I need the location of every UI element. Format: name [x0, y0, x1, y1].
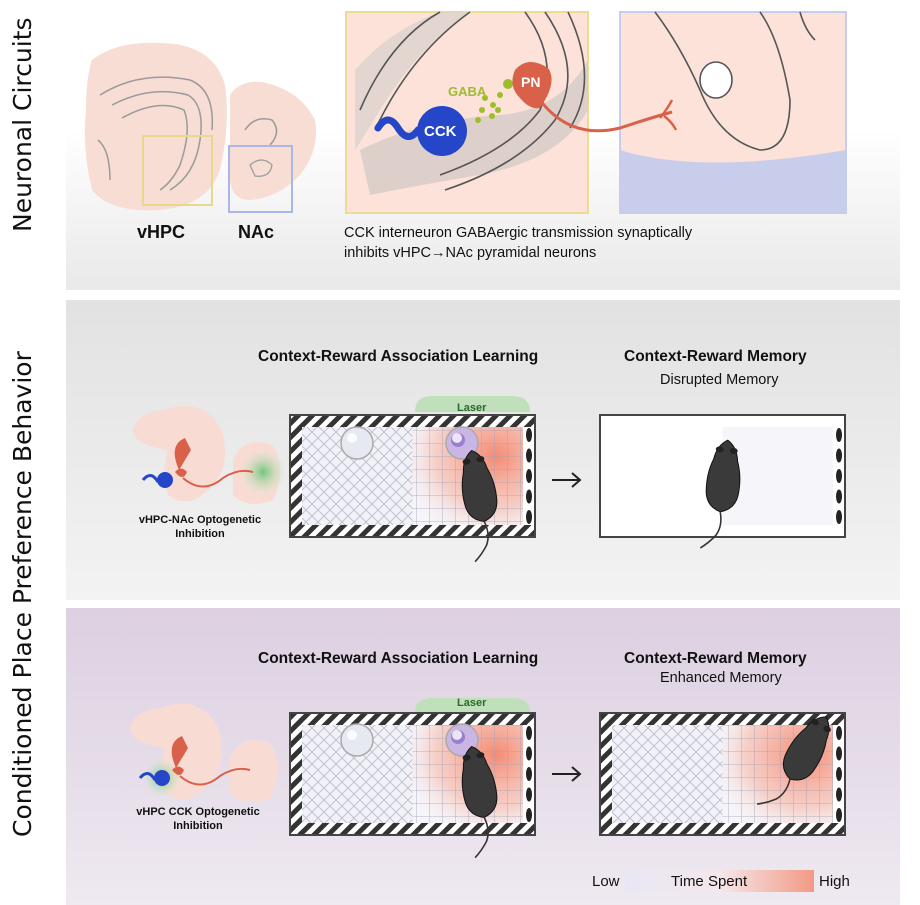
exp2-memory-title: Context-Reward Memory	[624, 650, 807, 667]
exp1-learning-arena-wall-top	[290, 415, 535, 427]
gaba-receptor	[503, 79, 513, 89]
exp1-memory-title: Context-Reward Memory	[624, 348, 807, 365]
cck-label: CCK	[424, 123, 457, 140]
experiment-2-graphics	[130, 698, 846, 859]
cck-neuron-icon	[417, 106, 467, 156]
exp2-learning-title: Context-Reward Association Learning	[258, 650, 539, 667]
exp1-learning-arena-wall-left	[290, 415, 302, 537]
exp1-brain-pn-neuron	[175, 468, 187, 477]
legend-title: Time Spent	[671, 873, 748, 890]
exp1-brain-cck-axon	[141, 474, 160, 483]
pn-neuron-icon	[512, 61, 552, 109]
legend-high-label: High	[819, 873, 850, 890]
exp2-learning-mouse	[461, 745, 498, 859]
exp1-brain-glow	[239, 448, 287, 496]
exp2-brain-cck-axon	[138, 772, 157, 781]
circuit-caption-line2: inhibits vHPC→NAc pyramidal neurons	[344, 245, 597, 261]
exp2-laser-label: Laser	[457, 697, 487, 709]
gaba-label: GABA	[448, 84, 487, 99]
exp2-brain-cck-neuron	[154, 770, 170, 786]
exp1-brain-cck-neuron	[157, 472, 173, 488]
exp1-laser-icon	[415, 396, 530, 412]
exp2-inhibition-label: vHPC CCK Optogenetic Inhibition	[136, 806, 260, 832]
region-label-vhpc: vHPC	[137, 222, 186, 242]
pn-label: PN	[521, 74, 541, 90]
exp2-brain-pn-neuron	[172, 766, 184, 775]
exp1-memory-arena-grid-side	[722, 427, 833, 525]
exp2-learning-arena-wall-top	[290, 713, 535, 725]
exp2-memory-result: Enhanced Memory	[660, 670, 782, 686]
exp2-learning-arena-wall-bottom	[290, 823, 535, 835]
exp1-inhibition-label: vHPC-NAc Optogenetic Inhibition	[138, 514, 262, 540]
exp2-learning-arena-wall-left	[290, 713, 302, 835]
region-label-nac: NAc	[238, 222, 275, 242]
exp2-brain-pn-axon	[179, 767, 251, 786]
brain-section-diagram	[84, 11, 847, 214]
nac-region-box	[228, 145, 293, 213]
exp2-laser-icon	[415, 698, 530, 713]
exp2-memory-arena-wall-left	[600, 713, 612, 835]
exp2-memory-arena-wall-bottom	[600, 823, 845, 835]
exp1-learning-arena-wall-bottom	[290, 525, 535, 537]
exp1-laser-label: Laser	[457, 402, 487, 414]
legend-gradient-bar	[626, 870, 814, 892]
exp1-memory-mouse	[699, 439, 741, 549]
exp2-arrow	[552, 766, 582, 782]
exp1-arrow	[552, 472, 582, 488]
exp2-memory-mouse	[757, 716, 831, 805]
vhpc-region-box	[142, 135, 213, 206]
circuit-caption-line1: CCK interneuron GABAergic transmission s…	[344, 225, 693, 241]
exp1-ball-left	[340, 426, 374, 460]
experiment-1-graphics	[133, 396, 846, 563]
gaba-vesicles-icon	[475, 92, 503, 123]
exp2-brain-nac-shape	[230, 740, 278, 802]
cck-axon	[374, 116, 422, 140]
exp2-memory-arena-wall-top	[600, 713, 845, 725]
exp2-memory-arena-hatch-side	[612, 725, 723, 823]
legend-low-label: Low	[592, 873, 620, 890]
exp1-memory-result: Disrupted Memory	[660, 372, 779, 388]
exp2-ball-left	[340, 723, 374, 757]
pn-axon	[538, 99, 673, 133]
exp1-learning-title: Context-Reward Association Learning	[258, 348, 539, 365]
exp1-learning-mouse	[461, 449, 498, 563]
exp1-brain-pn-axon	[182, 469, 254, 488]
